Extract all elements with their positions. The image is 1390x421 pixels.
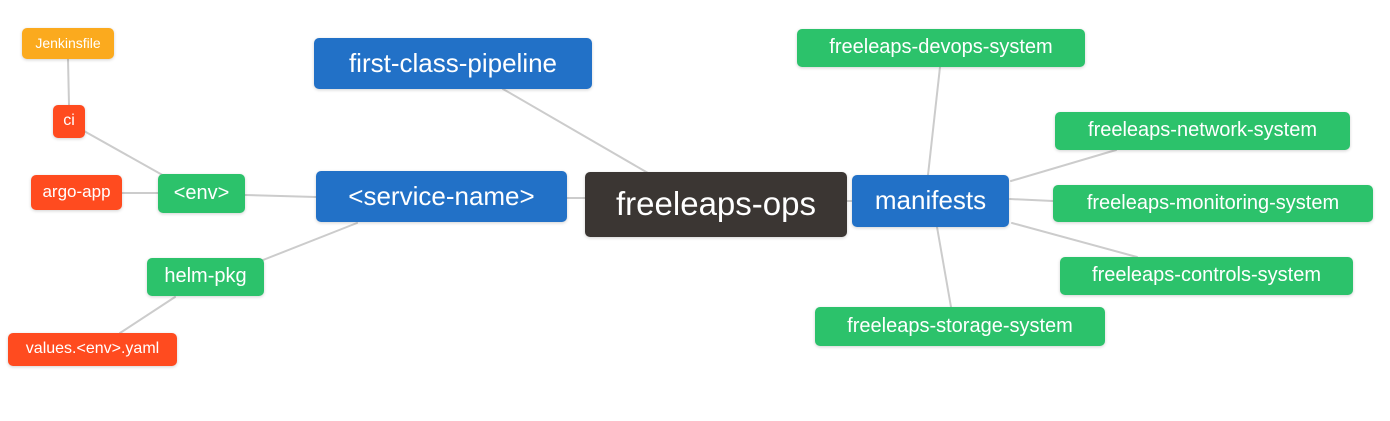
node-label: freeleaps-storage-system xyxy=(847,314,1073,337)
node-label: ci xyxy=(63,111,75,129)
edge-freeleaps-ops-first-class-pipeline xyxy=(502,88,649,174)
edge-manifests-freeleaps-controls-system xyxy=(1011,222,1138,258)
node-label: freeleaps-ops xyxy=(616,185,816,222)
mindmap-node-freeleaps-monitoring-system[interactable]: freeleaps-monitoring-system xyxy=(1053,185,1373,222)
mindmap-node-helm-pkg[interactable]: helm-pkg xyxy=(147,258,264,296)
node-label: freeleaps-network-system xyxy=(1088,119,1317,141)
edge-helm-pkg-values-env-yaml xyxy=(119,296,176,334)
edge-service-name-env xyxy=(244,194,317,198)
edge-manifests-freeleaps-monitoring-system xyxy=(1009,198,1054,202)
node-label: freeleaps-controls-system xyxy=(1092,264,1321,286)
mindmap-node-values-env-yaml[interactable]: values.<env>.yaml xyxy=(8,333,177,366)
node-label: manifests xyxy=(874,185,987,215)
node-label: argo-app xyxy=(42,182,111,201)
mindmap-node-manifests[interactable]: manifests xyxy=(852,175,1009,227)
mindmap-node-first-class-pipeline[interactable]: first-class-pipeline xyxy=(314,38,592,89)
mindmap-node-ci[interactable]: ci xyxy=(53,105,85,138)
edge-service-name-helm-pkg xyxy=(262,222,358,261)
node-label: <env> xyxy=(173,181,230,204)
node-label: freeleaps-monitoring-system xyxy=(1086,191,1340,214)
mindmap-node-freeleaps-network-system[interactable]: freeleaps-network-system xyxy=(1055,112,1350,150)
mindmap-node-freeleaps-controls-system[interactable]: freeleaps-controls-system xyxy=(1060,257,1353,295)
mindmap-node-env[interactable]: <env> xyxy=(158,174,245,213)
node-label: first-class-pipeline xyxy=(348,47,558,78)
mindmap-node-freeleaps-devops-system[interactable]: freeleaps-devops-system xyxy=(797,29,1085,67)
node-label: freeleaps-devops-system xyxy=(829,36,1053,58)
mindmap-node-freeleaps-storage-system[interactable]: freeleaps-storage-system xyxy=(815,307,1105,346)
node-label: helm-pkg xyxy=(164,265,247,287)
mindmap-node-freeleaps-ops[interactable]: freeleaps-ops xyxy=(585,172,847,237)
mindmap-node-jenkinsfile[interactable]: Jenkinsfile xyxy=(22,28,114,59)
edge-manifests-freeleaps-network-system xyxy=(1010,149,1117,182)
mindmap-node-service-name[interactable]: <service-name> xyxy=(316,171,567,222)
node-label: <service-name> xyxy=(348,180,535,211)
mindmap-node-argo-app[interactable]: argo-app xyxy=(31,175,122,210)
edge-env-ci xyxy=(83,130,167,178)
node-label: Jenkinsfile xyxy=(35,34,101,51)
node-label: values.<env>.yaml xyxy=(25,339,160,357)
edge-ci-jenkinsfile xyxy=(67,58,70,106)
edge-manifests-freeleaps-devops-system xyxy=(927,66,941,176)
edge-manifests-freeleaps-storage-system xyxy=(936,226,952,308)
